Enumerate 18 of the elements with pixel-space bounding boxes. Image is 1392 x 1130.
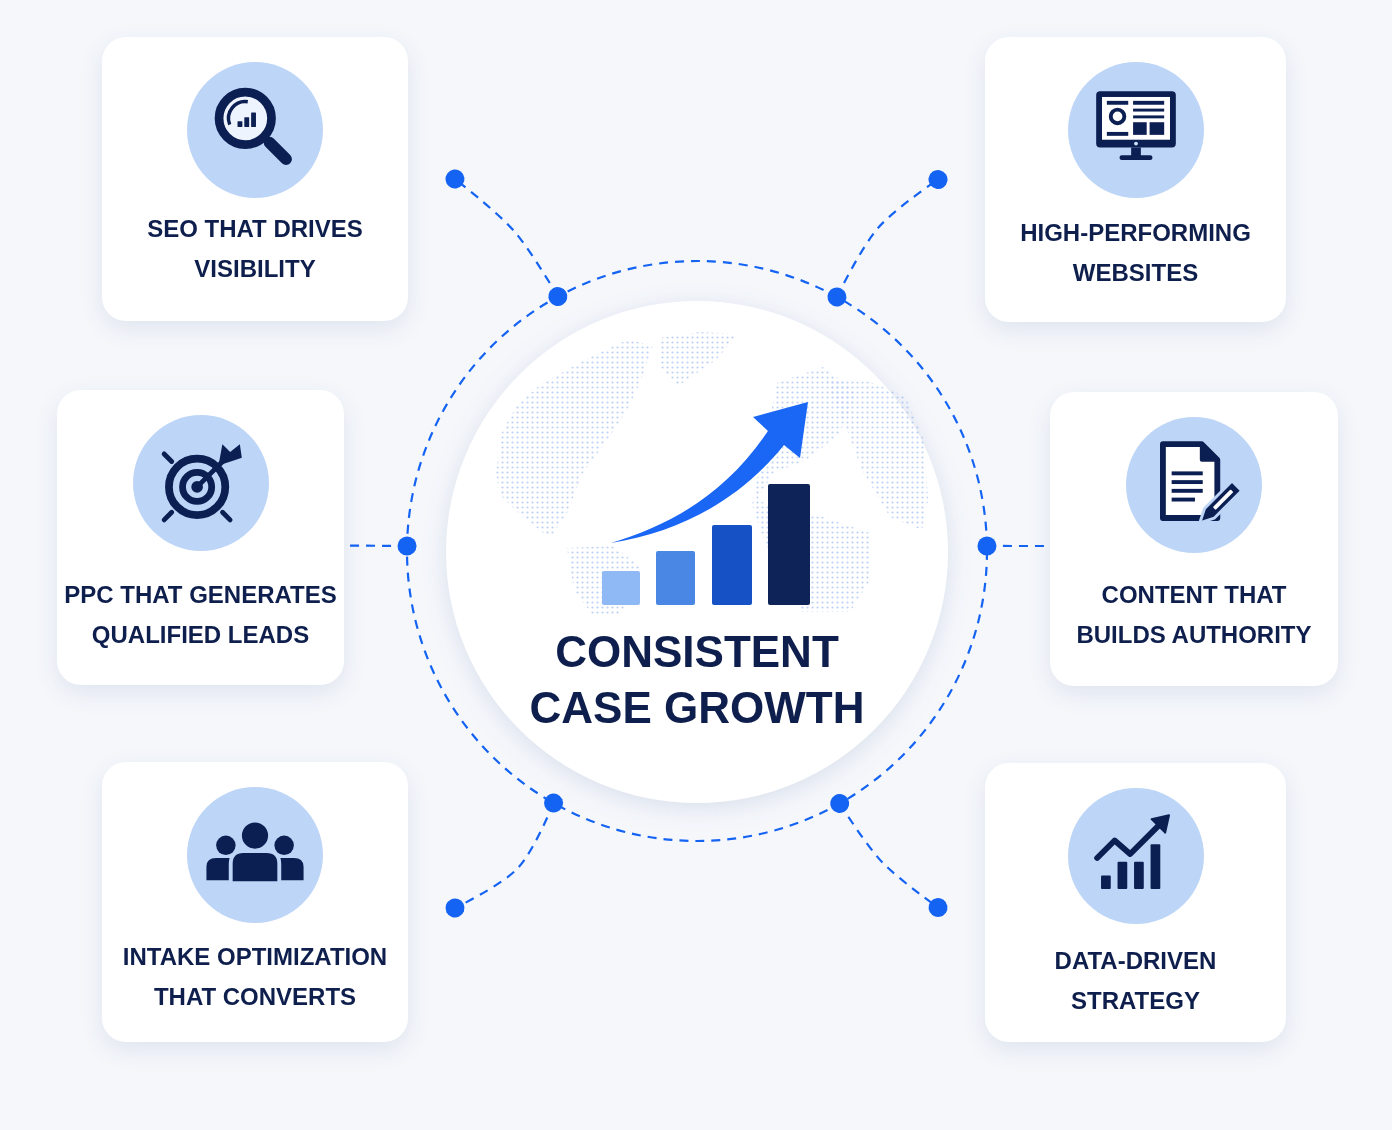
service-title: PPC THAT GENERATES QUALIFIED LEADS	[63, 580, 338, 650]
service-title: CONTENT THAT BUILDS AUTHORITY	[1075, 580, 1313, 650]
service-card	[985, 763, 1286, 1042]
dashed-connector	[830, 793, 948, 917]
service-card	[985, 37, 1286, 322]
service-card	[102, 37, 408, 321]
service-card	[57, 390, 344, 685]
service-card	[102, 762, 408, 1042]
service-card	[1050, 392, 1338, 686]
service-title: DATA-DRIVEN STRATEGY	[1053, 946, 1218, 1016]
dashed-connector	[445, 793, 564, 918]
service-title: HIGH-PERFORMING WEBSITES	[1019, 218, 1252, 288]
hub-title: CONSISTENT CASE GROWTH	[528, 626, 866, 734]
dashed-connector	[827, 170, 948, 307]
hub-circle	[405, 259, 989, 843]
service-title: INTAKE OPTIMIZATION THAT CONVERTS	[121, 942, 389, 1012]
service-title: SEO THAT DRIVES VISIBILITY	[146, 214, 364, 284]
dashed-connector	[445, 169, 568, 307]
